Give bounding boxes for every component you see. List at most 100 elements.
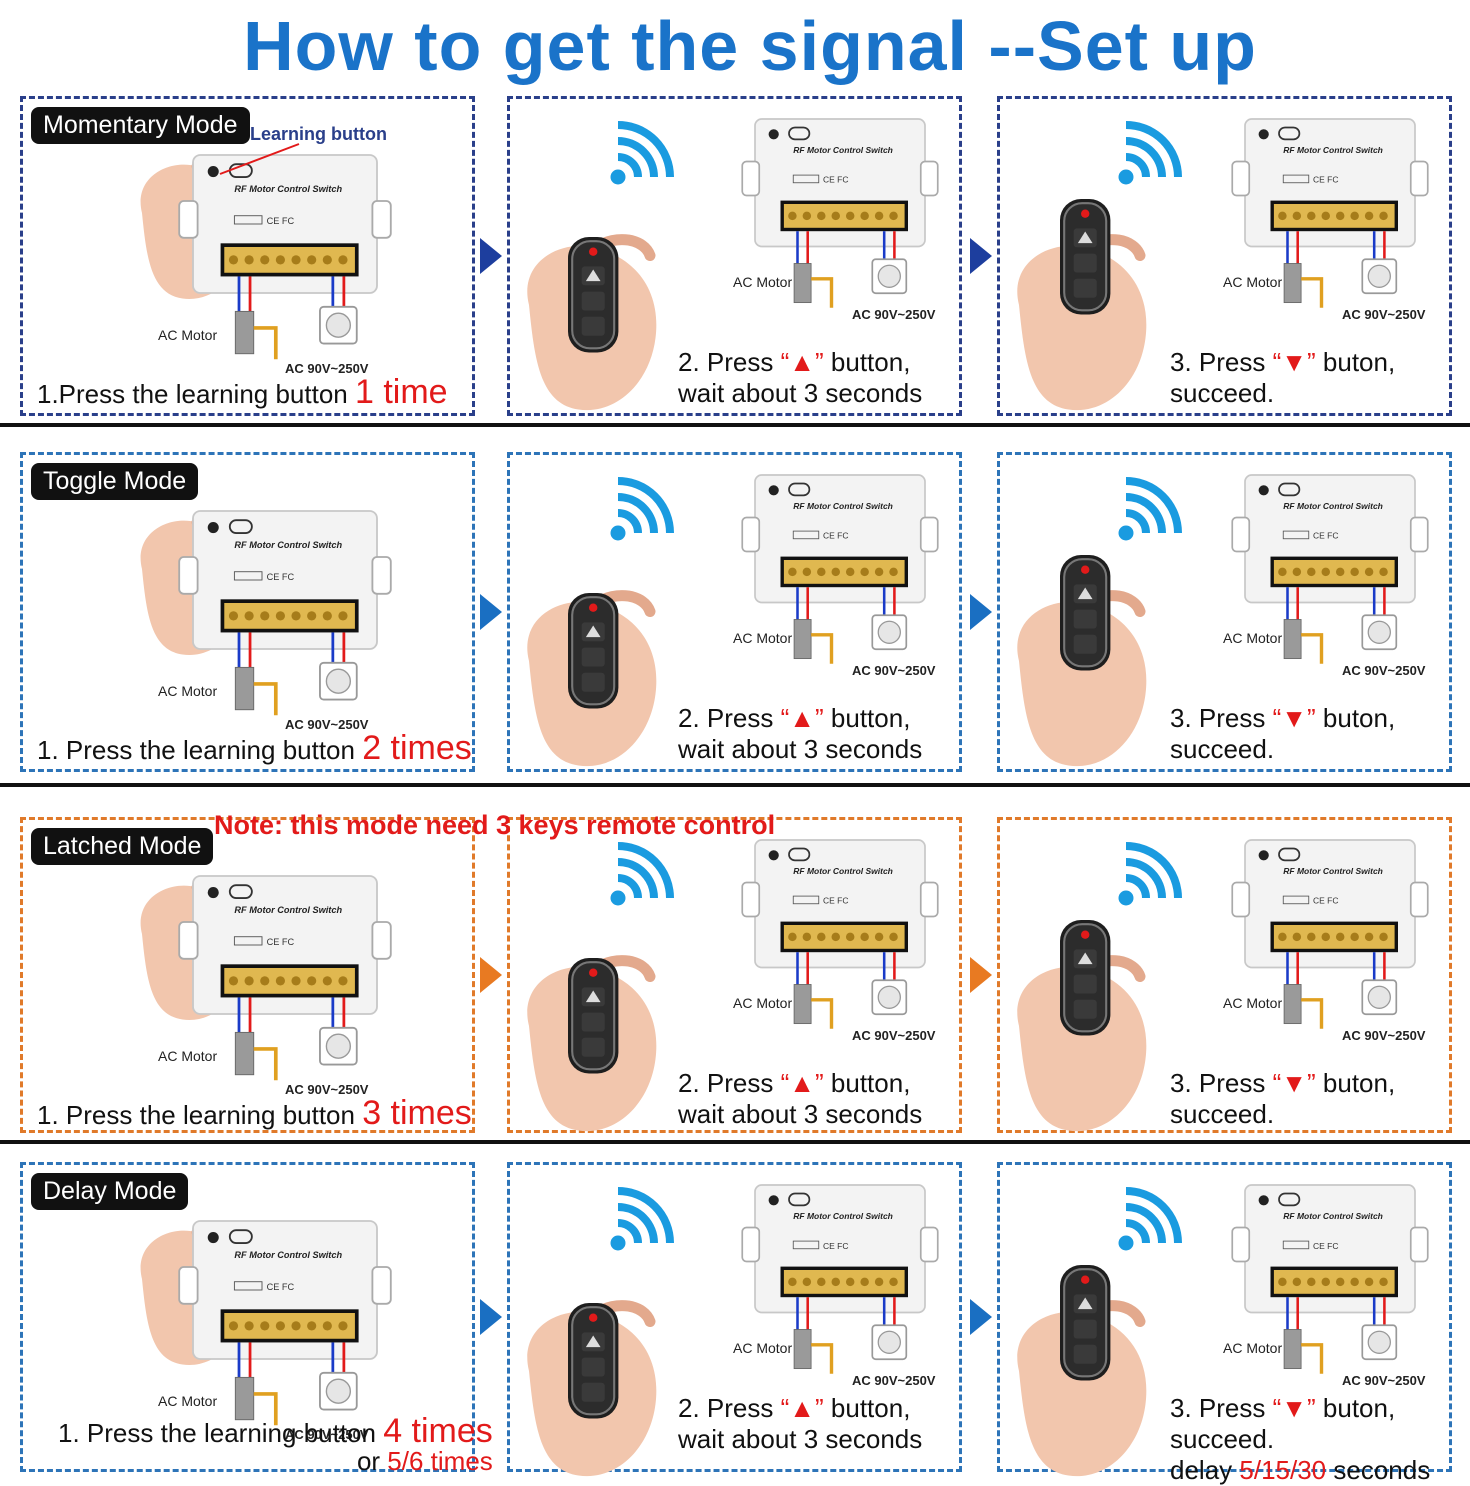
power-label: AC 90V~250V <box>285 717 369 732</box>
step2-press: 2. Press <box>678 703 774 733</box>
step2-arrow-symbol: “▲” <box>780 1068 824 1098</box>
remote-control-image <box>1058 553 1112 672</box>
next-step-arrow-icon <box>970 238 992 274</box>
step-panel-3: AC Motor AC 90V~250V 3. Press “▼” buton,su… <box>997 96 1452 416</box>
motor-label: AC Motor <box>158 683 218 699</box>
step2-press: 2. Press <box>678 1393 774 1423</box>
step1-or: or <box>356 1446 388 1476</box>
power-label: AC 90V~250V <box>1342 1028 1426 1043</box>
step3-arrow-symbol: “▼” <box>1272 347 1316 377</box>
step2-text: 2. Press “▲” button,wait about 3 seconds <box>678 1068 922 1130</box>
motor-label: AC Motor <box>733 995 793 1011</box>
step1-text: 1. Press the learning button 3 times <box>37 1096 472 1131</box>
mode-note: Note: this mode need 3 keys remote contr… <box>214 810 776 840</box>
controller-image <box>177 509 393 718</box>
remote-control-image <box>1058 918 1112 1037</box>
step1-text: 1.Press the learning button 1 time <box>37 375 448 410</box>
remote-control-image <box>1058 197 1112 316</box>
step2-text: 2. Press “▲” button,wait about 3 seconds <box>678 703 922 765</box>
step1-prefix: 1. Press the learning button <box>58 1418 384 1448</box>
step1-count: 3 times <box>362 1094 472 1132</box>
step2-button-word: button, <box>830 1068 911 1098</box>
step2-button-word: button, <box>830 703 911 733</box>
power-label: AC 90V~250V <box>852 663 936 678</box>
step3-second-line: succeed. <box>1170 1099 1275 1129</box>
step3-delay-line: delay 5/15/30 seconds <box>1170 1455 1430 1485</box>
next-step-arrow-icon <box>480 238 502 274</box>
step3-text: 3. Press “▼” buton, succeed.delay 5/15/30… <box>1170 1393 1430 1486</box>
mode-badge: Toggle Mode <box>31 463 199 500</box>
power-label: AC 90V~250V <box>852 1028 936 1043</box>
motor-label: AC Motor <box>1223 995 1283 1011</box>
wifi-signal-icon <box>1118 848 1188 918</box>
power-label: AC 90V~250V <box>852 307 936 322</box>
motor-label: AC Motor <box>1223 274 1283 290</box>
page-title: How to get the signal --Set up <box>243 7 1257 85</box>
step2-second-line: wait about 3 seconds <box>678 1099 923 1129</box>
step1-alt-line: or 5/6 times <box>102 1446 493 1476</box>
next-step-arrow-icon <box>480 594 502 630</box>
step3-text: 3. Press “▼” buton,succeed. <box>1170 347 1395 409</box>
step-panel-1: Toggle Mode AC Motor AC 90V~250V 1. Press t… <box>20 452 475 772</box>
wifi-signal-icon <box>610 848 680 918</box>
step1-prefix: 1. Press the learning button <box>37 1100 363 1130</box>
step3-press: 3. Press <box>1170 1393 1266 1423</box>
power-label: AC 90V~250V <box>1342 307 1426 322</box>
motor-label: AC Motor <box>158 1048 218 1064</box>
delay-value: 5/15/30 <box>1239 1455 1327 1485</box>
delay-prefix: delay <box>1170 1455 1240 1485</box>
step3-button-word: buton, <box>1322 1393 1396 1423</box>
motor-label: AC Motor <box>158 327 218 343</box>
mode-badge: Latched Mode <box>31 828 214 865</box>
mode-badge: Momentary Mode <box>31 107 250 144</box>
wifi-signal-icon <box>1118 483 1188 553</box>
learning-button-label: Learning button <box>250 124 387 144</box>
power-label: AC 90V~250V <box>285 361 369 376</box>
row-divider <box>0 1140 1470 1144</box>
wifi-signal-icon <box>610 483 680 553</box>
power-label: AC 90V~250V <box>285 1082 369 1097</box>
remote-control-image <box>566 235 620 354</box>
wifi-signal-icon <box>610 1193 680 1263</box>
mode-row: Toggle Mode AC Motor AC 90V~250V 1. Press t… <box>0 452 1470 772</box>
step2-press: 2. Press <box>678 1068 774 1098</box>
step1-count: 2 times <box>362 729 472 767</box>
step3-arrow-symbol: “▼” <box>1272 1393 1316 1423</box>
remote-control-image <box>566 591 620 710</box>
step2-arrow-symbol: “▲” <box>780 1393 824 1423</box>
step2-arrow-symbol: “▲” <box>780 703 824 733</box>
controller-image <box>177 874 393 1083</box>
power-label: AC 90V~250V <box>1342 1373 1426 1388</box>
motor-label: AC Motor <box>733 630 793 646</box>
next-step-arrow-icon <box>970 594 992 630</box>
step3-second-line: succeed. <box>1170 1424 1275 1454</box>
next-step-arrow-icon <box>970 957 992 993</box>
step3-button-word: buton, <box>1322 1068 1396 1098</box>
learning-pointer-line <box>219 143 300 175</box>
power-label: AC 90V~250V <box>285 1427 369 1442</box>
step1-prefix: 1. Press the learning button <box>37 735 363 765</box>
wifi-signal-icon <box>610 127 680 197</box>
step2-second-line: wait about 3 seconds <box>678 734 923 764</box>
mode-badge: Delay Mode <box>31 1173 189 1210</box>
delay-suffix: seconds <box>1326 1455 1431 1485</box>
remote-control-image <box>566 956 620 1075</box>
step2-text: 2. Press “▲” button,wait about 3 seconds <box>678 347 922 409</box>
step3-press: 3. Press <box>1170 347 1266 377</box>
motor-label: AC Motor <box>733 274 793 290</box>
next-step-arrow-icon <box>480 957 502 993</box>
motor-label: AC Motor <box>1223 630 1283 646</box>
step1-prefix: 1.Press the learning button <box>37 379 355 409</box>
step1-count: 4 times <box>383 1412 493 1450</box>
step1-count: 1 time <box>354 373 448 411</box>
step2-text: 2. Press “▲” button,wait about 3 seconds <box>678 1393 922 1455</box>
motor-label: AC Motor <box>1223 1340 1283 1356</box>
